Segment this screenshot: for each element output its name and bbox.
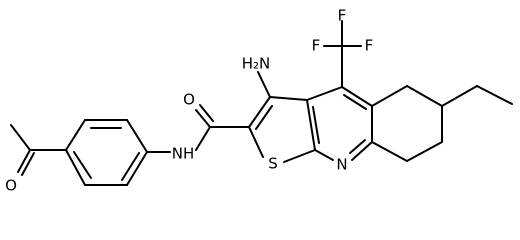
atom-f-right: F <box>365 37 374 55</box>
molecule-diagram: F F F H₂N O NH S N O <box>5 7 513 195</box>
bond-pyridine-2-inner <box>343 94 367 110</box>
bond-pyridine-1 <box>306 86 343 101</box>
atom-f-left: F <box>312 37 321 55</box>
bond-amide-co-2 <box>199 104 214 122</box>
bond-ethyl-1 <box>441 85 478 107</box>
atom-amine: H₂N <box>242 55 271 73</box>
atom-acetyl-oxygen: O <box>5 177 17 195</box>
bond-thiophene-5 <box>248 126 264 158</box>
structure-svg: F F F H₂N O NH S N O <box>5 7 513 195</box>
bond-acetyl-co-2 <box>21 152 35 176</box>
bond-pyridine-2 <box>341 86 373 107</box>
bond-acetyl-co-1 <box>17 149 31 173</box>
atom-f-top: F <box>338 7 347 25</box>
bond-c3-amine <box>257 71 271 98</box>
bond-pyridine-4 <box>351 141 373 161</box>
bond-cyclohex-2 <box>406 85 443 107</box>
bond-phenyl-inner-2 <box>121 152 140 181</box>
bond-cyclohex-4 <box>406 141 443 162</box>
bond-nh-carbonyl <box>195 126 211 151</box>
bonds <box>10 20 513 186</box>
bond-thiophene-1 <box>248 96 271 128</box>
atom-labels: F F F H₂N O NH S N O <box>5 7 373 195</box>
bond-amide-co-1 <box>195 109 211 128</box>
bond-phenyl-3 <box>126 119 148 153</box>
atom-sulfur: S <box>268 155 278 173</box>
atom-amide-nh: NH <box>172 145 195 163</box>
bond-phenyl-1 <box>65 119 86 151</box>
bond-phenyl-inner-3 <box>73 151 92 179</box>
bond-thiophene-2 <box>269 96 308 101</box>
bond-phenyl-4 <box>126 151 148 186</box>
bond-ethyl-2 <box>476 85 513 105</box>
bond-pyridine-6-inner <box>312 106 320 144</box>
bond-cyclohex-1 <box>371 85 408 107</box>
bond-phenyl-6 <box>65 149 86 186</box>
bond-thiophene-4 <box>283 149 316 163</box>
bond-methyl-carbonyl <box>10 124 31 151</box>
bond-cyclohex-5 <box>371 141 408 162</box>
bond-pyridine-5 <box>314 149 334 161</box>
atom-pyridine-n: N <box>336 156 347 174</box>
bond-pyridine-4-inner <box>349 139 366 154</box>
bond-thiophene-3 <box>306 99 316 151</box>
atom-carbonyl-oxygen: O <box>183 91 195 109</box>
bond-thiophene-1-inner <box>255 105 273 130</box>
